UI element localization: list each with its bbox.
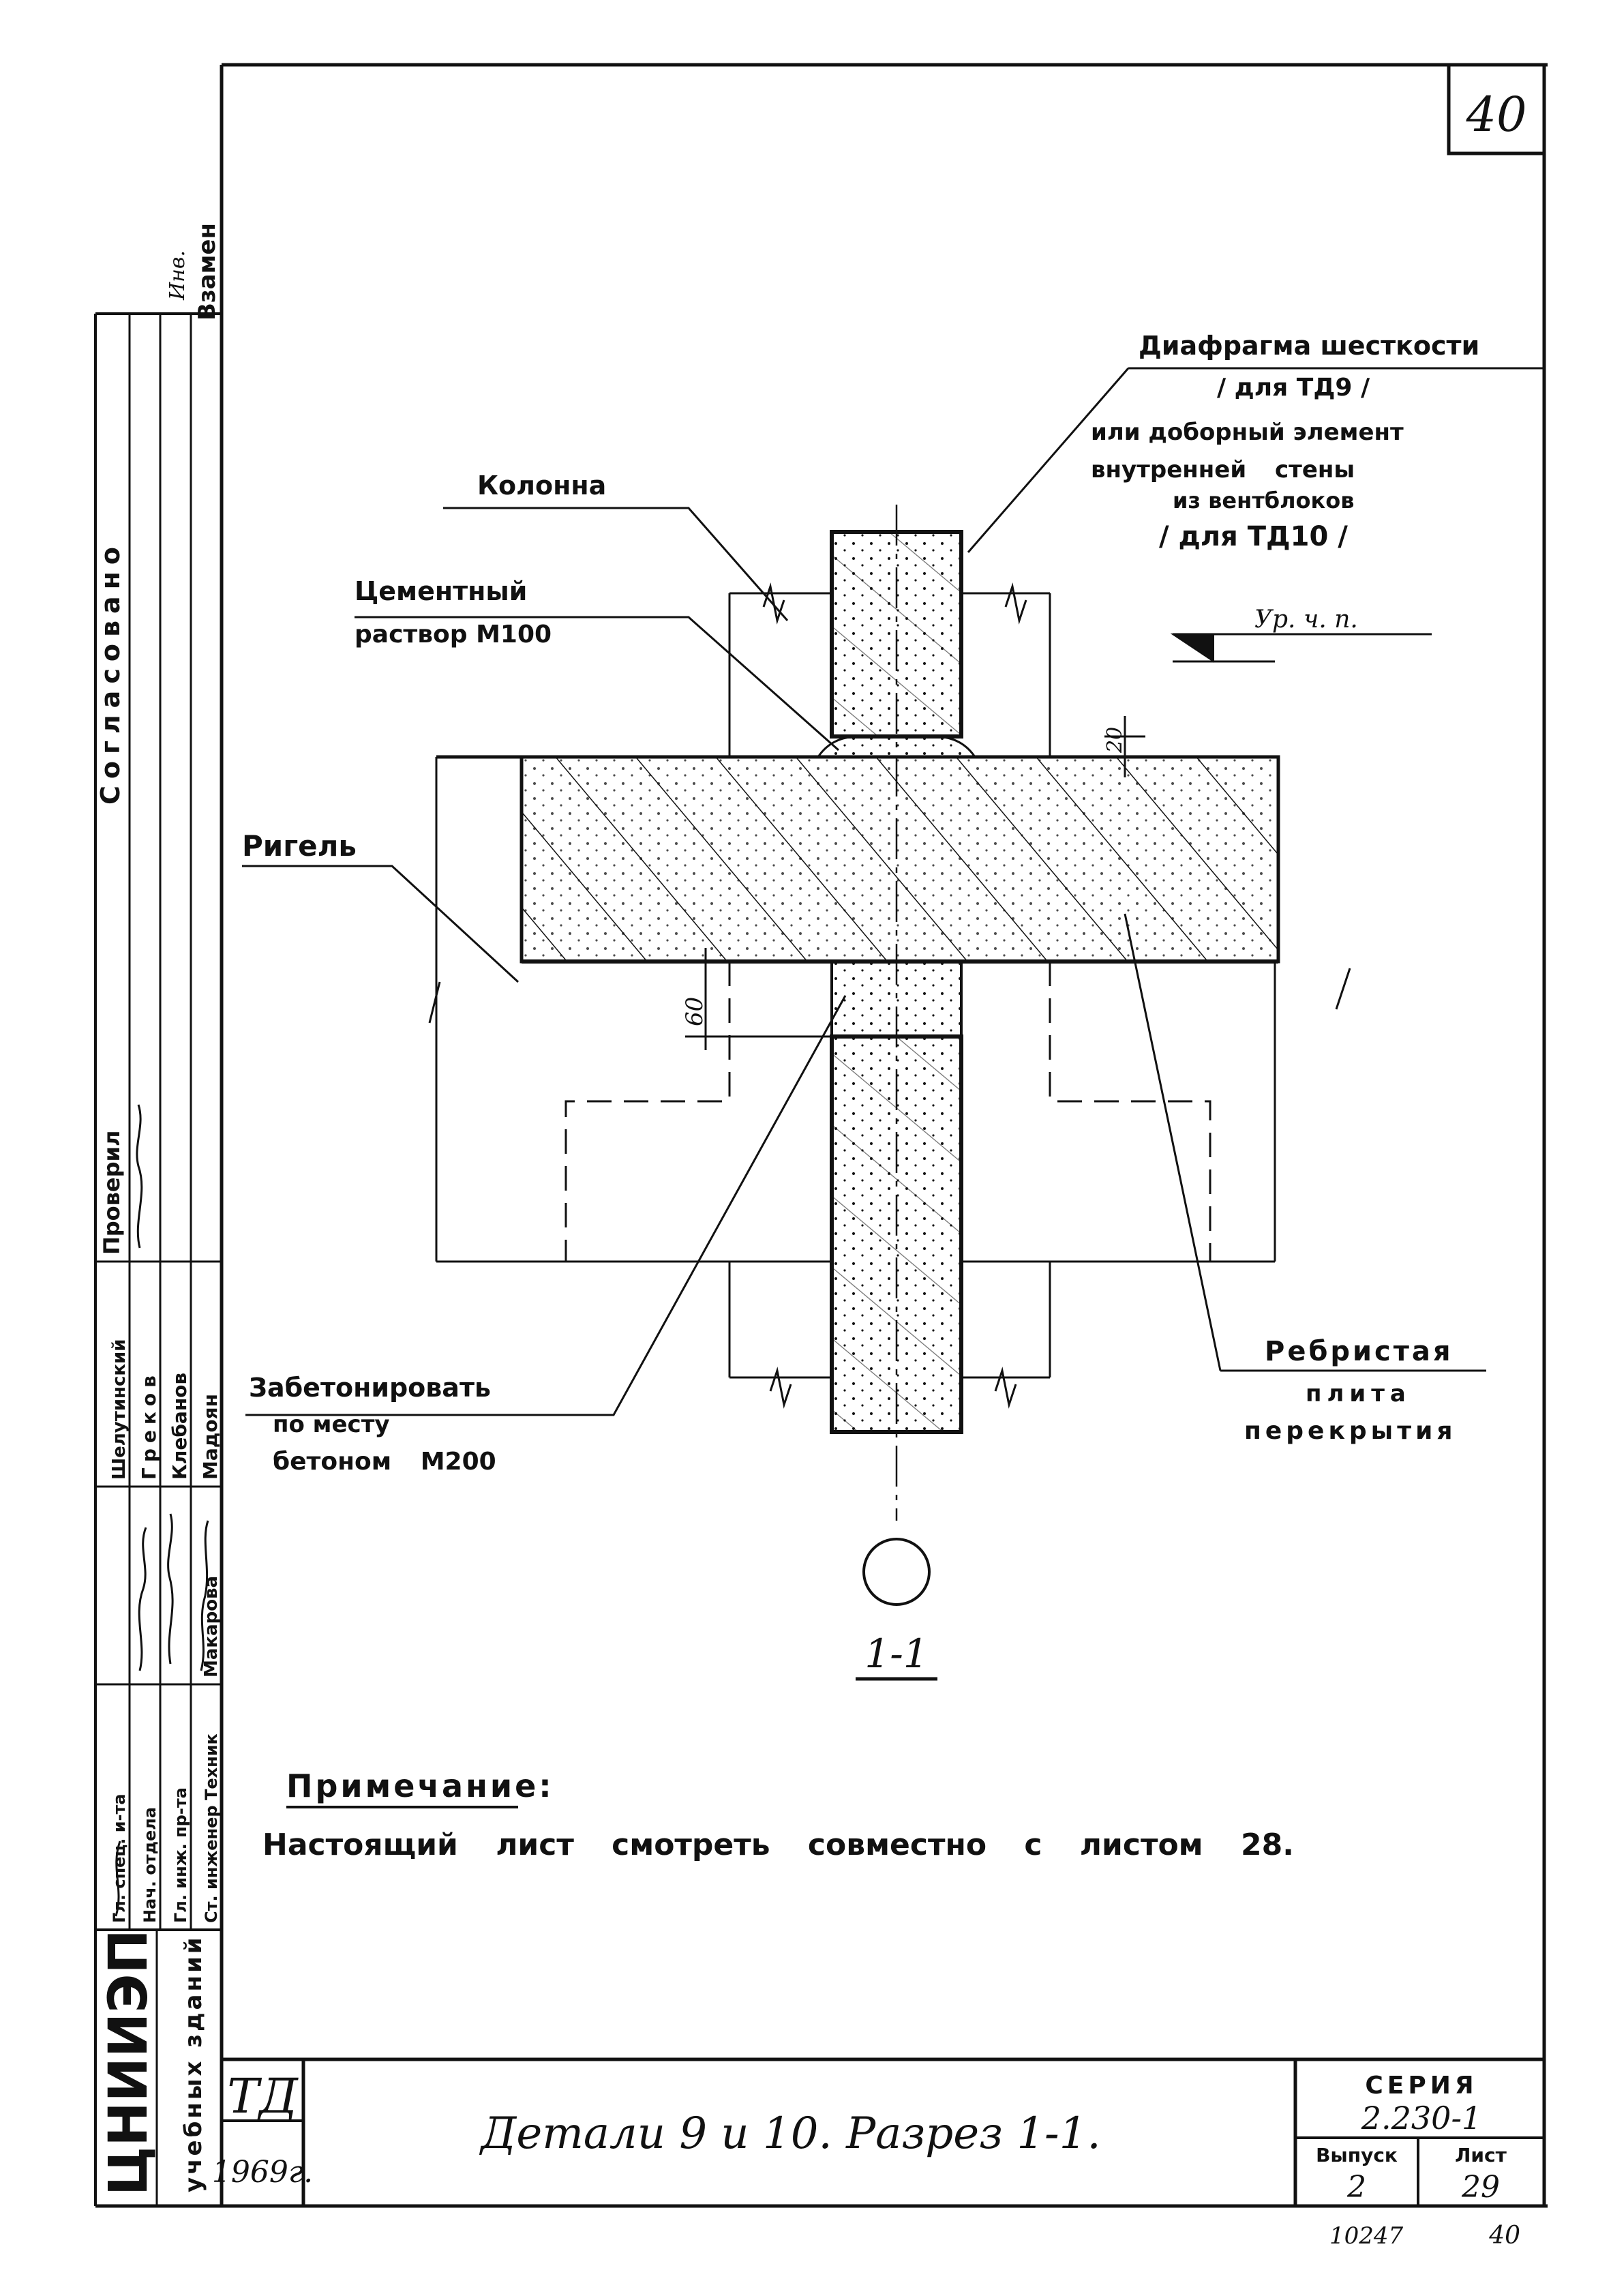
series-label: СЕРИЯ [1365, 2072, 1477, 2100]
callout-concrete-2: по месту [273, 1411, 390, 1438]
callout-slab-2: плита [1306, 1380, 1411, 1407]
callout-concrete-1: Забетонировать [249, 1373, 491, 1403]
series-value: 2.230-1 [1361, 2100, 1482, 2136]
stamp-name-1: Шелутинский [109, 1339, 130, 1480]
stamp-names: Шелутинский Греков Клебанов Мадоян Макар… [109, 1339, 222, 1678]
callout-slab-3: перекрытия [1244, 1417, 1456, 1445]
sheet-frame [95, 63, 1548, 2208]
dimension-20 [1104, 716, 1145, 777]
axis-bubble [862, 1538, 931, 1606]
stamp-role-4: Ст. инженер [202, 1805, 221, 1923]
callout-diaphragm-4: внутренней стены [1091, 456, 1355, 483]
org-name: ЦНИИЭП [98, 1929, 160, 2196]
approval-label-agreed: Согласовано [95, 540, 125, 805]
note-block: Примечание: Настоящий лист смотреть совм… [262, 1768, 1294, 1862]
callout-concrete-3: бетоном М200 [273, 1448, 496, 1476]
callout-diaphragm-2: / для ТД9 / [1217, 374, 1370, 402]
sheet-value: 29 [1461, 2170, 1500, 2205]
level-label: Ур. ч. п. [1254, 606, 1358, 633]
footer-number-left: 10247 [1329, 2222, 1404, 2250]
corner-number-box: 40 [1447, 63, 1546, 155]
footer-number-right: 40 [1488, 2222, 1520, 2250]
approval-labels: Взамен Инв. Согласовано Проверил [95, 223, 221, 1255]
axis-line [862, 505, 931, 1606]
title-block: ТД 1969г. Детали 9 и 10. Разрез 1-1. СЕР… [212, 2057, 1544, 2206]
signatures [115, 1104, 209, 1917]
callout-column: Колонна [477, 471, 606, 501]
side-stamp: Взамен Инв. Согласовано Проверил Гл. спе… [94, 223, 222, 2206]
section-mark: 1-1 [864, 1630, 928, 1677]
callout-mortar-1: Цементный [355, 576, 527, 606]
dimension-20-label: 20 [1103, 727, 1127, 754]
stamp-name-2: Греков [138, 1370, 160, 1480]
callout-diaphragm-3: или доборный элемент [1091, 419, 1404, 446]
leader-lines [242, 367, 1544, 1416]
stamp-role-3: Гл. инж. пр-та [171, 1787, 190, 1923]
dimension-60 [685, 948, 832, 1050]
level-mark: Ур. ч. п. [1170, 606, 1432, 663]
callout-diaphragm-6: / для ТД10 / [1159, 521, 1348, 552]
title-year: 1969г. [212, 2155, 313, 2190]
section-drawing: 20 60 Ур. ч. п. Диафрагма шесткости / дл… [242, 331, 1544, 1681]
org-logo: ЦНИИЭП учебных зданий [98, 1929, 207, 2196]
break-marks [428, 582, 1351, 1409]
approval-label-checked: Проверил [99, 1131, 125, 1255]
note-heading: Примечание: [286, 1768, 554, 1804]
corner-number: 40 [1465, 87, 1526, 143]
note-text: Настоящий лист смотреть совместно с лист… [262, 1828, 1294, 1862]
stamp-name-3: Клебанов [168, 1373, 191, 1480]
stamp-name-5: Макарова [201, 1576, 222, 1678]
stamp-role-2: Нач. отдела [140, 1807, 160, 1923]
sheet-label: Лист [1455, 2144, 1507, 2166]
dimension-60-label: 60 [681, 997, 708, 1026]
slab-ribbed [520, 755, 1280, 964]
issue-label: Выпуск [1316, 2144, 1398, 2166]
callout-girder: Ригель [242, 829, 357, 863]
callout-diaphragm-5: из вентблоков [1173, 488, 1354, 513]
stamp-role-5: Техник [202, 1733, 221, 1800]
approval-label-inv: Инв. [166, 250, 190, 301]
stamp-name-4: Мадоян [199, 1394, 222, 1480]
sheet-title: Детали 9 и 10. Разрез 1-1. [479, 2108, 1100, 2159]
section-title: 1-1 [856, 1630, 937, 1681]
issue-value: 2 [1346, 2170, 1366, 2205]
callout-diaphragm-1: Диафрагма шесткости [1139, 331, 1479, 361]
org-subtitle: учебных зданий [180, 1935, 207, 2192]
callout-slab-1: Ребристая [1265, 1336, 1454, 1367]
callout-mortar-2: раствор М100 [355, 621, 552, 648]
stamp-roles: Гл. спец. и-та Нач. отдела Гл. инж. пр-т… [110, 1733, 221, 1923]
approval-label-replace: Взамен [194, 223, 221, 320]
title-code: ТД [227, 2068, 299, 2124]
